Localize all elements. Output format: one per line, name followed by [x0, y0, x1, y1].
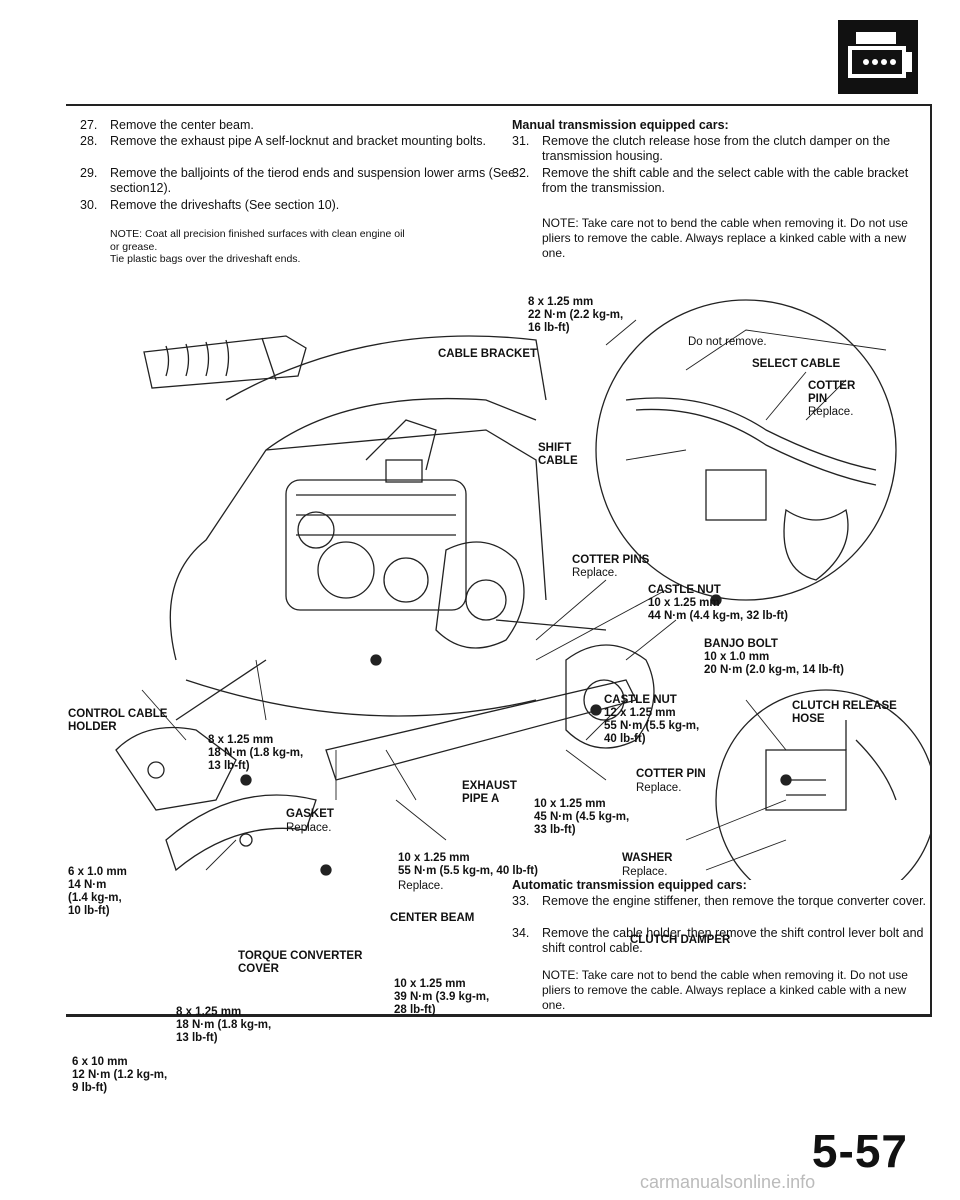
control-cable-holder-label: CONTROL CABLE HOLDER — [68, 708, 168, 733]
cotter-pin-lower-label: COTTER PIN — [636, 768, 706, 780]
converter-bolt-spec: 10 x 1.25 mm 39 N·m (3.9 kg-m, 28 lb-ft) — [394, 978, 490, 1016]
do-not-remove-label: Do not remove. — [688, 336, 767, 348]
cotter-pins-label: COTTER PINS — [572, 554, 650, 566]
engine-section-icon — [838, 20, 918, 94]
driveshaft-bag-drawing — [143, 335, 307, 389]
exhaust-nut-spec: 10 x 1.25 mm 45 N·m (4.5 kg-m, 33 lb-ft) — [534, 798, 630, 836]
clutch-damper-label: CLUTCH DAMPER — [630, 934, 731, 946]
cover-bolt-spec: 8 x 1.25 mm 18 N·m (1.8 kg-m, 13 lb-ft) — [176, 1006, 272, 1044]
washer-label: WASHER — [622, 852, 673, 864]
shift-cable-label: SHIFT CABLE — [538, 442, 578, 467]
castle-nut-upper-spec: CASTLE NUT 10 x 1.25 mm 44 N·m (4.4 kg-m… — [648, 584, 788, 622]
holder-bolt-spec: 8 x 1.25 mm 18 N·m (1.8 kg-m, 13 lb-ft) — [208, 734, 304, 772]
cotter-pin-replace: Replace. — [808, 406, 854, 418]
banjo-bolt-spec: BANJO BOLT 10 x 1.0 mm 20 N·m (2.0 kg-m,… — [704, 638, 844, 676]
automatic-note: NOTE: Take care not to bend the cable wh… — [542, 968, 908, 1012]
automatic-heading: Automatic transmission equipped cars: — [512, 878, 747, 892]
page-number: 5-57 — [811, 1125, 908, 1177]
lever-bolt-spec: 6 x 1.0 mm 14 N·m (1.4 kg-m, 10 lb-ft) — [68, 866, 127, 917]
right-border — [930, 104, 932, 1016]
cotter-pin-lower-replace: Replace. — [636, 782, 682, 794]
left-note: NOTE: Coat all precision finished surfac… — [110, 228, 405, 265]
torque-converter-cover-label: TORQUE CONVERTER COVER — [238, 950, 363, 975]
center-beam-drawing — [325, 679, 637, 781]
cover-small-bolt-spec: 6 x 10 mm 12 N·m (1.2 kg-m, 9 lb-ft) — [72, 1056, 168, 1094]
transmission-drawing — [435, 541, 525, 649]
castle-nut-lower-spec: CASTLE NUT 12 x 1.25 mm 55 N·m (5.5 kg-m… — [604, 694, 700, 745]
center-beam-label: CENTER BEAM — [390, 912, 475, 924]
exhaust-pipe-label: EXHAUST PIPE A — [462, 780, 517, 805]
cotter-pins-replace: Replace. — [572, 567, 618, 579]
clutch-release-hose-label: CLUTCH RELEASE HOSE — [792, 700, 897, 725]
engine-block-drawing — [285, 419, 467, 611]
manual-note: NOTE: Take care not to bend the cable wh… — [542, 216, 908, 260]
gasket-replace: Replace. — [286, 822, 332, 834]
beam-bolt-spec: 10 x 1.25 mm 55 N·m (5.5 kg-m, 40 lb-ft) — [398, 852, 538, 877]
watermark: carmanualsonline.info — [640, 1172, 816, 1192]
gasket-label: GASKET — [286, 808, 334, 820]
washer-replace: Replace. — [622, 866, 668, 878]
cable-detail-circle — [595, 299, 897, 601]
bottom-rule — [66, 1014, 932, 1017]
engine-bay-illustration — [115, 299, 930, 880]
leader-lines — [141, 319, 887, 871]
bracket-bolt-spec: 8 x 1.25 mm 22 N·m (2.2 kg-m, 16 lb-ft) — [528, 296, 624, 334]
car-body-outline — [169, 335, 547, 717]
cable-bracket-label: CABLE BRACKET — [438, 348, 538, 360]
top-rule — [66, 104, 930, 106]
cotter-pin-label: COTTER PIN — [808, 380, 856, 405]
beam-bolt-replace: Replace. — [398, 880, 444, 892]
select-cable-label: SELECT CABLE — [752, 358, 841, 370]
bolts — [240, 594, 792, 876]
control-cable-holder-drawing — [115, 659, 317, 872]
manual-heading: Manual transmission equipped cars: — [512, 118, 729, 132]
clutch-damper-circle — [715, 689, 930, 880]
knuckle-drawing — [495, 619, 655, 749]
